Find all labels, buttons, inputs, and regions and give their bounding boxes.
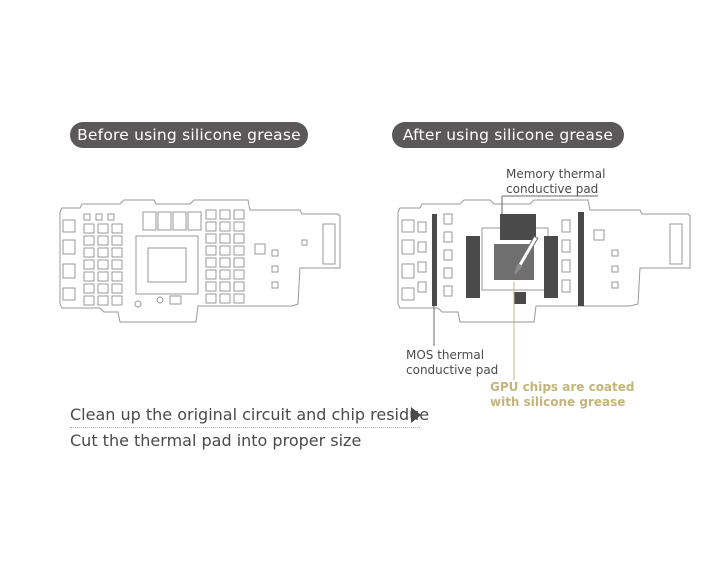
mos-component (83, 247, 95, 258)
mos-pad-label: MOS thermal conductive pad (406, 348, 499, 377)
mos-component (111, 259, 123, 270)
mos-component (111, 223, 123, 234)
step-cut-pad: Cut the thermal pad into proper size (70, 431, 362, 450)
memory-thermal-pad (500, 214, 536, 240)
board-after-outline (397, 199, 691, 323)
mos-component (83, 283, 95, 294)
mos-component (97, 295, 109, 306)
after-title: After using silicone grease (392, 122, 624, 148)
mos-component (205, 233, 217, 244)
mos-component (83, 295, 95, 306)
mos-component (219, 257, 231, 268)
mos-component (97, 259, 109, 270)
mos-component (219, 269, 231, 280)
mos-component (205, 257, 217, 268)
mos-component (205, 293, 217, 304)
mos-component (219, 293, 231, 304)
mos-component (97, 223, 109, 234)
before-title: Before using silicone grease (70, 122, 308, 148)
mos-component (111, 283, 123, 294)
mos-component (83, 271, 95, 282)
step-divider (70, 427, 420, 428)
mos-component (205, 209, 217, 220)
mos-component (97, 235, 109, 246)
mos-component (83, 235, 95, 246)
mos-component (233, 209, 245, 220)
mos-component (233, 269, 245, 280)
mos-component (111, 247, 123, 258)
mos-component (97, 283, 109, 294)
mos-component (111, 271, 123, 282)
mos-component (233, 293, 245, 304)
brush-icon (514, 235, 539, 275)
mos-component (219, 209, 231, 220)
mos-thermal-pad-right (578, 212, 584, 306)
mos-component (205, 221, 217, 232)
mos-component (233, 233, 245, 244)
memory-pad-label: Memory thermal conductive pad (506, 167, 606, 196)
mos-component (219, 281, 231, 292)
play-arrow-icon (411, 407, 421, 423)
mos-component (219, 245, 231, 256)
board-before-outline (59, 199, 341, 323)
mos-component (233, 245, 245, 256)
mos-component (233, 221, 245, 232)
mos-thermal-pad-left-1 (432, 214, 437, 306)
mos-component (97, 271, 109, 282)
mos-component (233, 281, 245, 292)
mos-component (219, 233, 231, 244)
mos-component (111, 235, 123, 246)
gpu-grease-label: GPU chips are coated with silicone greas… (490, 380, 635, 409)
mos-component (83, 223, 95, 234)
mos-component (219, 221, 231, 232)
step-clean-up: Clean up the original circuit and chip r… (70, 405, 430, 424)
mos-component (83, 259, 95, 270)
mos-component (111, 295, 123, 306)
mos-component (97, 247, 109, 258)
mos-component (205, 281, 217, 292)
mos-component (205, 269, 217, 280)
gpu-before (135, 235, 199, 295)
mos-thermal-pad-left-2 (466, 236, 480, 298)
mos-component (233, 257, 245, 268)
mos-component (205, 245, 217, 256)
